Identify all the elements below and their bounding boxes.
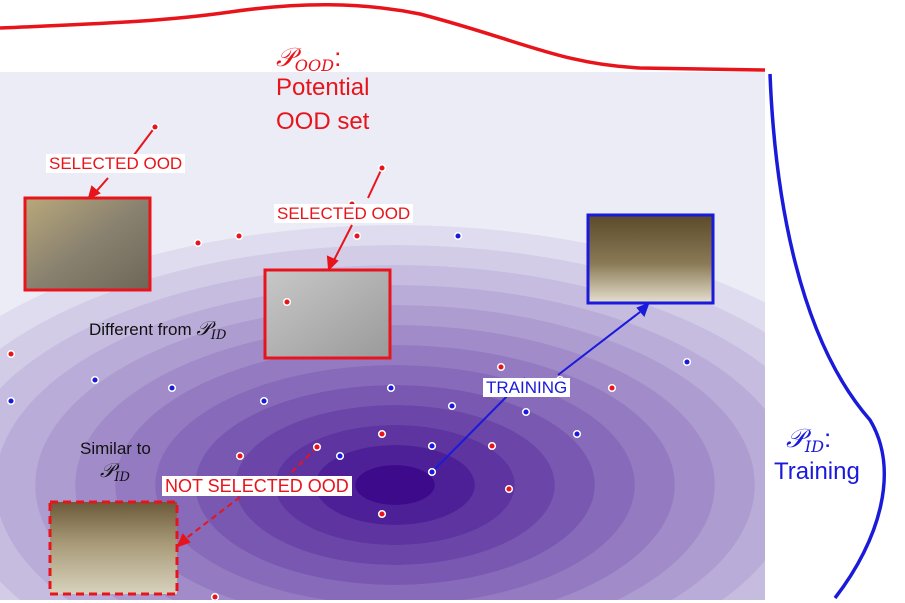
ood-sample-point xyxy=(235,451,245,461)
arrowhead-icon xyxy=(636,302,650,317)
id-sample-point xyxy=(447,401,457,411)
similar-to-label: Similar to xyxy=(80,439,151,458)
id-sample-point xyxy=(572,429,582,439)
id-distribution-curve xyxy=(768,73,887,600)
ood-sample-point xyxy=(312,442,322,452)
id-sample-point xyxy=(427,467,437,477)
id-sample-point xyxy=(335,451,345,461)
id-sample-point xyxy=(453,231,463,241)
id-sample-point xyxy=(6,396,16,406)
training-image xyxy=(586,213,715,305)
ood-label-line2: OOD set xyxy=(276,108,370,135)
id-symbol: 𝒫 xyxy=(196,316,211,340)
ood-sample-point xyxy=(487,441,497,451)
id-subscript: ID xyxy=(210,327,227,343)
id-sample-point xyxy=(427,441,437,451)
ood-colon: : xyxy=(334,42,342,72)
training-arrow-line xyxy=(557,311,641,376)
ood-sample-point xyxy=(377,509,387,519)
ood-distribution-label: 𝒫OOD: xyxy=(276,44,341,74)
id-sample-point xyxy=(386,383,396,393)
selected-ood-image-2 xyxy=(263,268,392,360)
ood-sample-point xyxy=(377,429,387,439)
id-sample-point xyxy=(682,357,692,367)
dashed-arrow-line xyxy=(287,446,318,477)
training-label: TRAINING xyxy=(483,378,571,397)
ood-sample-point xyxy=(282,297,292,307)
selected-ood-image-1 xyxy=(23,196,152,292)
id-symbol: 𝒫 xyxy=(100,458,115,482)
id-sample-point xyxy=(259,396,269,406)
selected-ood-label-2: SELECTED OOD xyxy=(274,204,414,223)
different-from-text: Different from xyxy=(89,320,192,339)
id-symbol: 𝒫 xyxy=(786,424,805,454)
id-sample-point xyxy=(167,383,177,393)
ood-sample-point xyxy=(504,484,514,494)
arrow-line xyxy=(367,167,383,199)
ood-symbol: 𝒫 xyxy=(276,43,295,73)
arrowhead-icon xyxy=(326,255,339,272)
ood-sample-point xyxy=(607,383,617,393)
ood-distribution-curve xyxy=(0,3,766,72)
ood-sample-point xyxy=(234,231,244,241)
ood-subscript: OOD xyxy=(294,55,335,75)
arrowhead-icon xyxy=(176,533,191,548)
ood-sample-point xyxy=(210,592,220,602)
arrow-line xyxy=(331,224,353,265)
ood-sample-point xyxy=(150,122,160,132)
sample-points xyxy=(6,122,692,602)
ood-sample-point xyxy=(6,349,16,359)
ood-sample-point xyxy=(496,362,506,372)
selected-ood-label-1: SELECTED OOD xyxy=(46,154,186,173)
dashed-arrow-line xyxy=(183,496,241,541)
id-subscript: ID xyxy=(804,436,825,456)
different-from-label: Different from 𝒫ID xyxy=(89,318,226,342)
id-label-line1: Training xyxy=(774,458,860,485)
similar-to-symbol: 𝒫ID xyxy=(100,460,130,484)
id-sample-point xyxy=(90,375,100,385)
arrow-line xyxy=(133,126,156,156)
id-subscript: ID xyxy=(114,469,130,485)
arrowhead-icon xyxy=(87,185,101,200)
ood-sample-point xyxy=(193,238,203,248)
id-colon: : xyxy=(824,423,832,453)
not-selected-ood-image xyxy=(48,500,179,596)
ood-sample-point xyxy=(352,231,362,241)
ood-sample-point xyxy=(377,163,387,173)
ood-label-line1: Potential xyxy=(276,74,370,101)
id-sample-point xyxy=(521,407,531,417)
id-distribution-label: 𝒫ID: xyxy=(786,425,831,455)
not-selected-ood-label: NOT SELECTED OOD xyxy=(162,476,352,496)
